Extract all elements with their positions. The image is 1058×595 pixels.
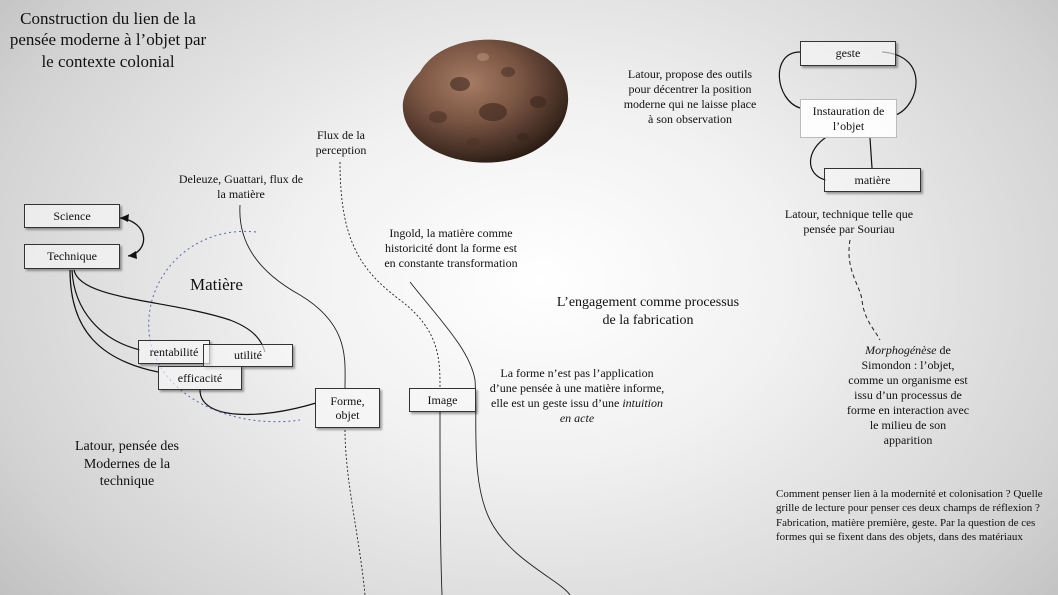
latour-modernes-label: Latour, pensée des Modernes de la techni…	[62, 438, 192, 491]
instauration-box[interactable]: Instauration de l’objet	[800, 99, 897, 138]
image-line-down	[440, 412, 442, 595]
question-label: Comment penser lien à la modernité et co…	[776, 487, 1050, 544]
geste-box[interactable]: geste	[800, 41, 896, 66]
ingold-label: Ingold, la matière comme historicité don…	[378, 226, 524, 271]
rock-image	[398, 32, 576, 164]
efficacite-to-forme	[200, 390, 316, 414]
science-technique-arrow	[120, 218, 144, 256]
science-box[interactable]: Science	[24, 204, 120, 228]
page-title: Construction du lien de la pensée modern…	[8, 8, 208, 72]
arrowhead-science	[120, 214, 129, 222]
efficacite-box[interactable]: efficacité	[158, 366, 242, 390]
technique-box[interactable]: Technique	[24, 244, 120, 269]
perception-dotted-line	[340, 162, 440, 388]
matiere-circle	[149, 231, 300, 421]
souriau-simondon-link	[849, 240, 880, 340]
image-box[interactable]: Image	[409, 388, 476, 412]
latour-outils-label: Latour, propose des outils pour décentre…	[620, 67, 760, 127]
morphogenese-label: Morphogénèse de Simondon : l’objet, comm…	[846, 343, 970, 448]
latour-souriau-label: Latour, technique telle que pensée par S…	[782, 207, 916, 237]
morphogenese-italic: Morphogénèse	[865, 343, 936, 357]
morphogenese-text: de Simondon : l’objet, comme un organism…	[847, 343, 969, 447]
loop-matiere-right	[870, 138, 872, 168]
arrowhead-technique	[128, 251, 137, 259]
rentabilite-box[interactable]: rentabilité	[138, 340, 210, 364]
loop-geste-left	[779, 52, 800, 108]
deleuze-label: Deleuze, Guattari, flux de la matière	[174, 172, 308, 202]
utilite-box[interactable]: utilité	[203, 344, 293, 367]
forme-label: La forme n’est pas l’application d’une p…	[488, 366, 666, 426]
matiere-label: Matière	[190, 274, 243, 295]
forme-objet-box[interactable]: Forme, objet	[315, 388, 380, 428]
engagement-label: L’engagement comme processus de la fabri…	[550, 294, 746, 329]
flux-perception-label: Flux de la perception	[310, 128, 372, 158]
ingold-line	[410, 282, 570, 595]
forme-dotted-down	[345, 430, 365, 595]
matiere-box[interactable]: matière	[824, 168, 921, 192]
